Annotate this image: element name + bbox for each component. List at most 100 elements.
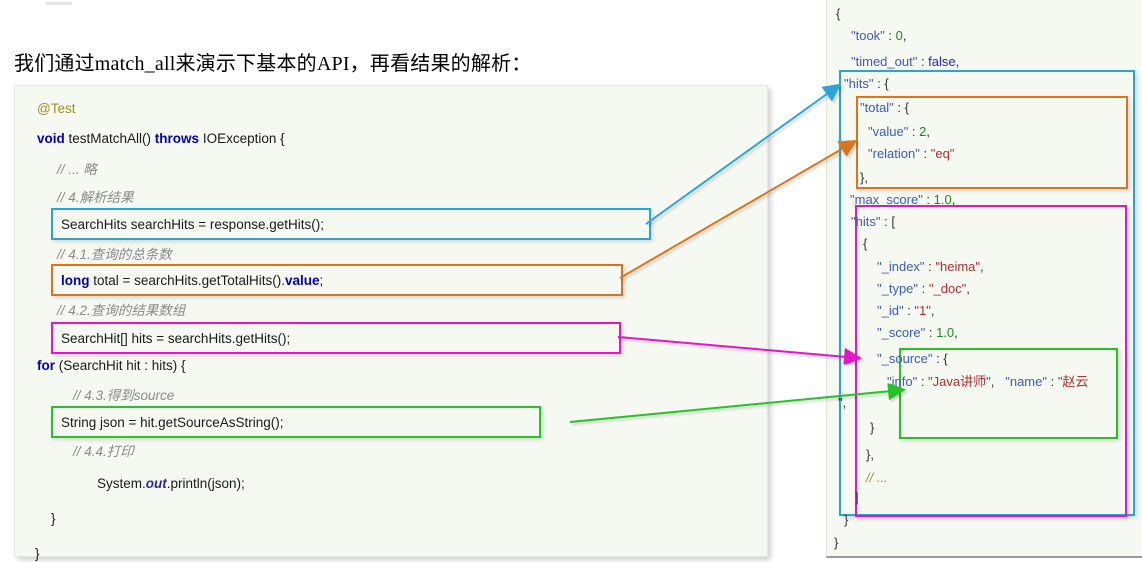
json-line-name-tail: ", — [838, 395, 847, 410]
highlight-box-searchhit-array: SearchHit[] hits = searchHits.getHits(); — [51, 322, 621, 354]
highlight-box-string-json: String json = hit.getSourceAsString(); — [51, 406, 541, 438]
code-line-annotation: @Test — [37, 101, 76, 116]
keyword-void: void — [37, 131, 65, 146]
println-token: .println(json); — [166, 476, 245, 491]
json-key-hits-array: "hits" — [851, 214, 881, 229]
json-brace: { — [884, 76, 889, 91]
json-value-name: "赵云 — [1057, 374, 1089, 389]
system-token: System. — [97, 476, 146, 491]
json-line-close-hit: }, — [866, 447, 874, 462]
json-sep: : — [880, 214, 892, 229]
comment-get-source: // 4.3.得到source — [73, 388, 175, 403]
json-line-timed-out: "timed_out" : false, — [851, 54, 959, 69]
semicolon: ; — [319, 273, 324, 288]
json-line-relation: "relation" : "eq" — [868, 146, 954, 161]
json-sep: : — [873, 76, 885, 91]
stmt-string-json: String json = hit.getSourceAsString(); — [61, 415, 284, 430]
json-sep: : — [919, 146, 931, 161]
json-key-relation: "relation" — [868, 146, 920, 161]
json-line-open: { — [836, 6, 841, 21]
json-sep: : — [922, 192, 934, 207]
json-sep: : — [932, 351, 944, 366]
json-sep: : — [1046, 374, 1058, 389]
keyword-for: for — [37, 358, 55, 373]
json-tail: , — [951, 192, 956, 207]
keyword-long: long — [61, 273, 90, 288]
json-line-close-hits-object: } — [844, 512, 849, 527]
for-header: (SearchHit hit : hits) { — [55, 358, 186, 373]
stmt-total: long total = searchHits.getTotalHits().v… — [61, 273, 323, 289]
json-key-type: "_type" — [877, 281, 919, 296]
json-sep: : — [908, 124, 920, 139]
highlight-box-searchhits: SearchHits searchHits = response.getHits… — [51, 208, 651, 240]
json-tail: , — [926, 124, 931, 139]
json-tail: , — [930, 303, 935, 318]
json-sep: : — [917, 54, 929, 69]
json-brace: { — [904, 100, 909, 115]
json-key-source: "_source" — [877, 351, 933, 366]
json-key-info: "info" — [887, 374, 918, 389]
comment-total-count: // 4.1.查询的总条数 — [57, 247, 172, 262]
comment-result-array: // 4.2.查询的结果数组 — [57, 303, 186, 318]
code-line-close-outer: } — [35, 546, 40, 561]
json-tail: , — [966, 281, 970, 296]
json-key-hits: "hits" — [844, 76, 874, 91]
json-value-max-score: 1.0 — [933, 192, 952, 207]
json-line-type: "_type" : "_doc", — [877, 281, 970, 296]
json-line-ellipsis-comment: // ... — [866, 470, 888, 485]
json-line-source: "_source" : { — [877, 351, 948, 366]
page-title: 我们通过match_all来演示下基本的API，再看结果的解析： — [14, 53, 532, 75]
stmt-searchhits: SearchHits searchHits = response.getHits… — [61, 217, 324, 232]
out-token: out — [145, 476, 167, 491]
json-line-id: "_id" : "1", — [877, 303, 935, 318]
json-key-max-score: "max_score" — [850, 192, 923, 207]
code-block: @Test void testMatchAll() throws IOExcep… — [14, 85, 768, 561]
json-line-close-total: }, — [860, 170, 868, 185]
json-sep: : — [924, 259, 936, 274]
stmt-searchhit-array: SearchHit[] hits = searchHits.getHits(); — [61, 331, 291, 346]
json-sep: : — [925, 325, 937, 340]
json-value-score: 1.0 — [936, 325, 955, 340]
json-brace: { — [943, 351, 948, 366]
total-mid: total = searchHits.getTotalHits(). — [89, 273, 285, 288]
json-key-id: "_id" — [877, 303, 904, 318]
code-line-for: for (SearchHit hit : hits) { — [37, 358, 186, 374]
json-tail: , — [955, 54, 960, 69]
json-tail: , — [990, 374, 995, 389]
json-key-took: "took" — [851, 28, 885, 43]
json-value-timed-out: false — [928, 54, 956, 69]
json-response-panel: { "took" : 0, "timed_out" : false, "hits… — [826, 0, 1142, 558]
exception-type: IOException { — [199, 131, 285, 146]
json-line-index: "_index" : "heima", — [877, 259, 984, 274]
code-line-println: System.out.println(json); — [97, 476, 245, 492]
json-line-total-object: "total" : { — [860, 100, 909, 115]
json-sep: : — [917, 374, 929, 389]
json-value-took: 0 — [895, 28, 903, 43]
json-value-type: "_doc" — [928, 281, 967, 296]
json-line-took: "took" : 0, — [851, 28, 907, 43]
json-sep: : — [903, 303, 915, 318]
json-sep: : — [884, 28, 896, 43]
json-bracket: [ — [891, 214, 895, 229]
top-artifact — [46, 2, 72, 5]
json-value-info: "Java讲师" — [928, 374, 991, 389]
json-tail: , — [902, 28, 907, 43]
method-name: testMatchAll() — [64, 131, 155, 146]
json-key-name: "name" — [1005, 374, 1047, 389]
json-key-timed-out: "timed_out" — [851, 54, 918, 69]
json-sep: : — [918, 281, 929, 296]
json-key-value: "value" — [868, 124, 909, 139]
json-tail: , — [980, 259, 984, 274]
json-value-value: 2 — [919, 124, 927, 139]
json-value-relation: "eq" — [930, 146, 955, 161]
json-line-hit-open: { — [863, 236, 868, 251]
json-key-score: "_score" — [877, 325, 926, 340]
json-value-index: "heima" — [935, 259, 981, 274]
json-line-value: "value" : 2, — [868, 124, 930, 139]
json-key-index: "_index" — [877, 259, 925, 274]
code-line-close-inner: } — [51, 511, 56, 526]
highlight-box-total: long total = searchHits.getTotalHits().v… — [51, 264, 623, 296]
comment-parse-result: // 4.解析结果 — [57, 190, 134, 205]
json-tail: , — [954, 325, 958, 340]
